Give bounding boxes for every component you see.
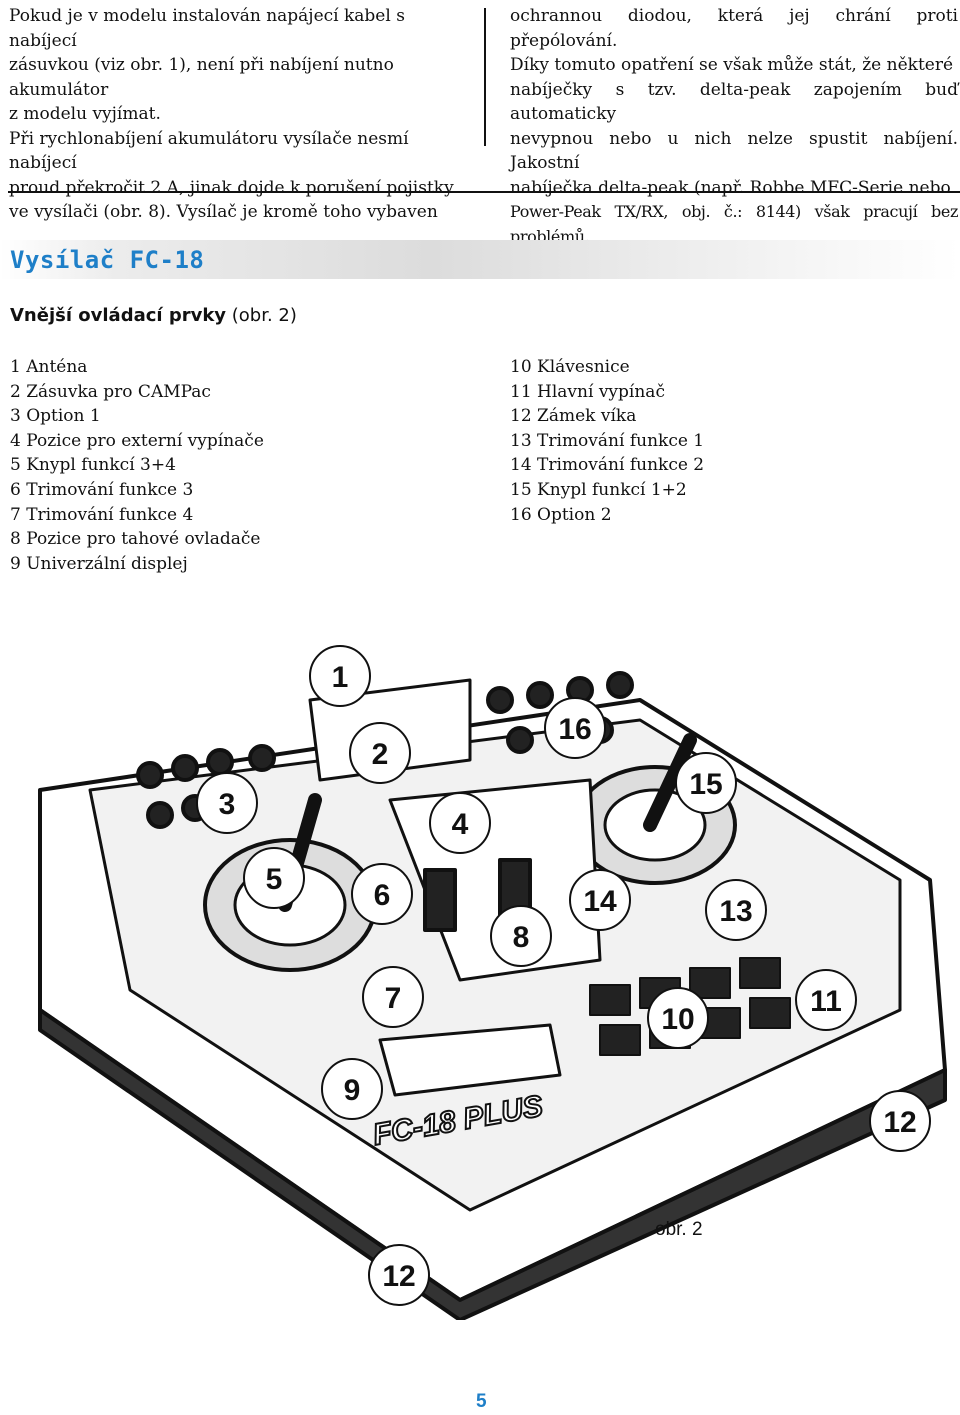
intro-left-line: Pokud je v modelu instalován napájecí ka… bbox=[9, 6, 405, 51]
legend-item: 8 Pozice pro tahové ovladače bbox=[10, 529, 261, 550]
transmitter-figure: FC-18 PLUS 1 2 3 4 5 6 7 8 9 10 11 12 13… bbox=[38, 645, 947, 1320]
callout-label: 4 bbox=[452, 808, 469, 841]
callout-label: 16 bbox=[558, 713, 591, 746]
callout-label: 5 bbox=[266, 863, 283, 896]
intro-left-line: z modelu vyjímat. bbox=[9, 104, 161, 124]
callout-label: 1 bbox=[332, 661, 349, 694]
section-title: Vysílač FC-18 bbox=[10, 246, 205, 274]
callout-circle bbox=[647, 987, 709, 1049]
callout-label: 13 bbox=[719, 895, 752, 928]
subheading-bold: Vnější ovládací prvky bbox=[10, 305, 227, 326]
callout-circle bbox=[321, 1058, 383, 1120]
legend-item: 15 Knypl funkcí 1+2 bbox=[510, 479, 687, 500]
callout-circle bbox=[429, 792, 491, 854]
callout-label: 9 bbox=[344, 1074, 361, 1107]
callout-label: 2 bbox=[372, 738, 389, 771]
callout-circle bbox=[351, 863, 413, 925]
front-grille bbox=[38, 1008, 947, 1320]
callout-label: 8 bbox=[513, 921, 530, 954]
callout-label: 15 bbox=[689, 768, 722, 801]
legend-item: 10 Klávesnice bbox=[510, 357, 630, 377]
subheading-rest: (obr. 2) bbox=[226, 305, 297, 326]
legend-item: 11 Hlavní vypínač bbox=[510, 381, 665, 402]
intro-right-line: nevypnou nebo u nich nelze spustit nabíj… bbox=[510, 128, 958, 174]
page-number: 5 bbox=[476, 1391, 487, 1412]
legend-list-left: 1 Anténa 2 Zásuvka pro CAMPac 3 Option 1… bbox=[10, 355, 264, 576]
legend-item: 3 Option 1 bbox=[10, 406, 101, 427]
legend-item: 13 Trimování funkce 1 bbox=[510, 430, 705, 451]
figure-caption: obr. 2 bbox=[655, 1219, 703, 1240]
callout-circle bbox=[869, 1090, 931, 1152]
callout-label: 12 bbox=[883, 1106, 916, 1139]
intro-right-line: ochrannou diodou, která jej chrání proti… bbox=[510, 6, 958, 51]
legend-item: 9 Univerzální displej bbox=[10, 553, 188, 574]
callout-circle bbox=[705, 879, 767, 941]
legend-item: 12 Zámek víka bbox=[510, 406, 637, 427]
callout-circle bbox=[349, 722, 411, 784]
right-stick bbox=[643, 733, 697, 832]
legend-item: 14 Trimování funkce 2 bbox=[510, 455, 705, 476]
callout-circle bbox=[795, 969, 857, 1031]
left-knobs bbox=[136, 744, 276, 829]
callout-label: 12 bbox=[382, 1260, 415, 1293]
callout-circle bbox=[243, 847, 305, 909]
legend-item: 1 Anténa bbox=[10, 357, 88, 377]
callout-circle bbox=[196, 772, 258, 834]
intro-left-line: ve vysílači (obr. 8). Vysílač je kromě t… bbox=[9, 202, 438, 222]
intro-right-line: nabíječky s tzv. delta-peak zapojením bu… bbox=[510, 79, 958, 125]
callout-label: 7 bbox=[385, 982, 402, 1015]
intro-left-line: Při rychlonabíjení akumulátoru vysílače … bbox=[9, 128, 409, 174]
intro-right-line: Díky tomuto opatření se však může stát, … bbox=[510, 55, 954, 75]
display-window bbox=[378, 1023, 562, 1097]
callout-circle bbox=[675, 752, 737, 814]
callout-label: 3 bbox=[219, 788, 236, 821]
legend-item: 2 Zásuvka pro CAMPac bbox=[10, 381, 211, 402]
legend-item: 7 Trimování funkce 4 bbox=[10, 504, 194, 525]
callout-label: 14 bbox=[583, 885, 617, 918]
callout-circle bbox=[362, 966, 424, 1028]
callout-label: 11 bbox=[810, 985, 842, 1018]
callout-circle bbox=[544, 697, 606, 759]
subheading: Vnější ovládací prvky (obr. 2) bbox=[10, 305, 297, 326]
section-divider bbox=[8, 191, 960, 193]
callout-circle bbox=[368, 1244, 430, 1306]
intro-left-line: zásuvkou (viz obr. 1), není při nabíjení… bbox=[9, 55, 394, 100]
intro-right-line: nabíječka delta-peak (např. Robbe MFC-Se… bbox=[510, 177, 951, 198]
callout-label: 6 bbox=[374, 879, 391, 912]
callout-circle bbox=[309, 645, 371, 707]
legend-list-right: 10 Klávesnice 11 Hlavní vypínač 12 Zámek… bbox=[510, 355, 704, 527]
legend-item: 4 Pozice pro externí vypínače bbox=[10, 430, 264, 451]
callout-circle bbox=[569, 869, 631, 931]
section-band bbox=[0, 240, 960, 279]
legend-item: 16 Option 2 bbox=[510, 504, 612, 525]
intro-right-column: ochrannou diodou, která jej chrání proti… bbox=[510, 4, 958, 249]
legend-item: 6 Trimování funkce 3 bbox=[10, 479, 194, 500]
callout-label: 10 bbox=[661, 1003, 694, 1036]
callout-circle bbox=[490, 905, 552, 967]
column-divider bbox=[484, 8, 486, 146]
legend-item: 5 Knypl funkcí 3+4 bbox=[10, 455, 176, 476]
intro-left-line: proud překročit 2 A, jinak dojde k poruš… bbox=[9, 177, 454, 198]
